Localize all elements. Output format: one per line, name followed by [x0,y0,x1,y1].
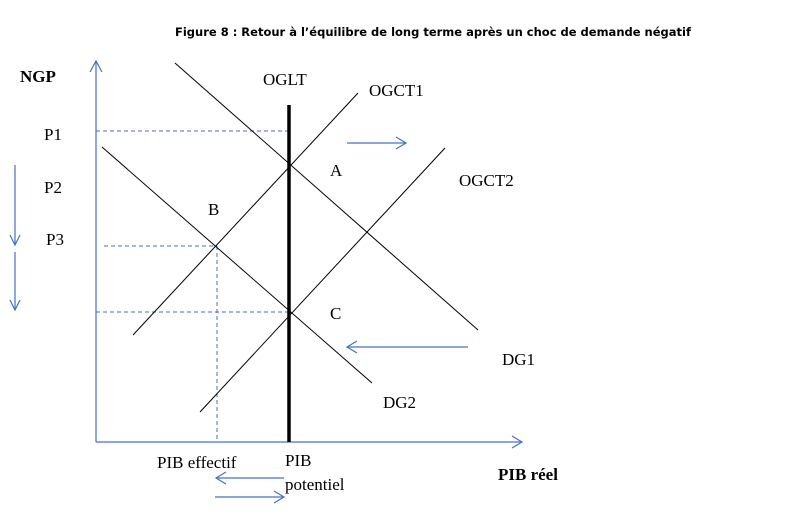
x-axis-label: PIB réel [498,465,558,484]
price-down-arrow-1 [9,165,21,247]
y-axis-label: NGP [20,67,56,86]
output-left-arrow [214,471,284,485]
pib-potentiel-label-line2: potentiel [285,475,345,494]
dg2-curve [101,146,373,384]
dg1-label: DG1 [502,350,535,369]
price-down-arrow-2 [9,252,21,312]
figure-title: Figure 8 : Retour à l’équilibre de long … [175,25,692,39]
y-axis [89,59,103,442]
point-c-label: C [330,304,341,323]
point-a-label: A [330,161,343,180]
pib-effectif-label: PIB effectif [157,453,237,472]
ogct2-label: OGCT2 [459,171,514,190]
ogct2-curve [199,147,446,413]
pib-potentiel-label-line1: PIB [285,451,311,470]
p1-label: P1 [44,125,62,144]
ogct-shift-arrow [347,136,408,150]
x-axis [96,435,524,449]
dg-shift-arrow [345,340,468,354]
ogct1-curve [132,92,359,336]
dg2-label: DG2 [383,393,416,412]
dg1-curve [174,62,479,331]
ogct1-label: OGCT1 [369,81,424,100]
p2-label: P2 [44,178,62,197]
p3-label: P3 [46,230,64,249]
output-right-arrow [215,490,286,504]
point-b-label: B [208,200,219,219]
oglt-label: OGLT [263,70,307,89]
